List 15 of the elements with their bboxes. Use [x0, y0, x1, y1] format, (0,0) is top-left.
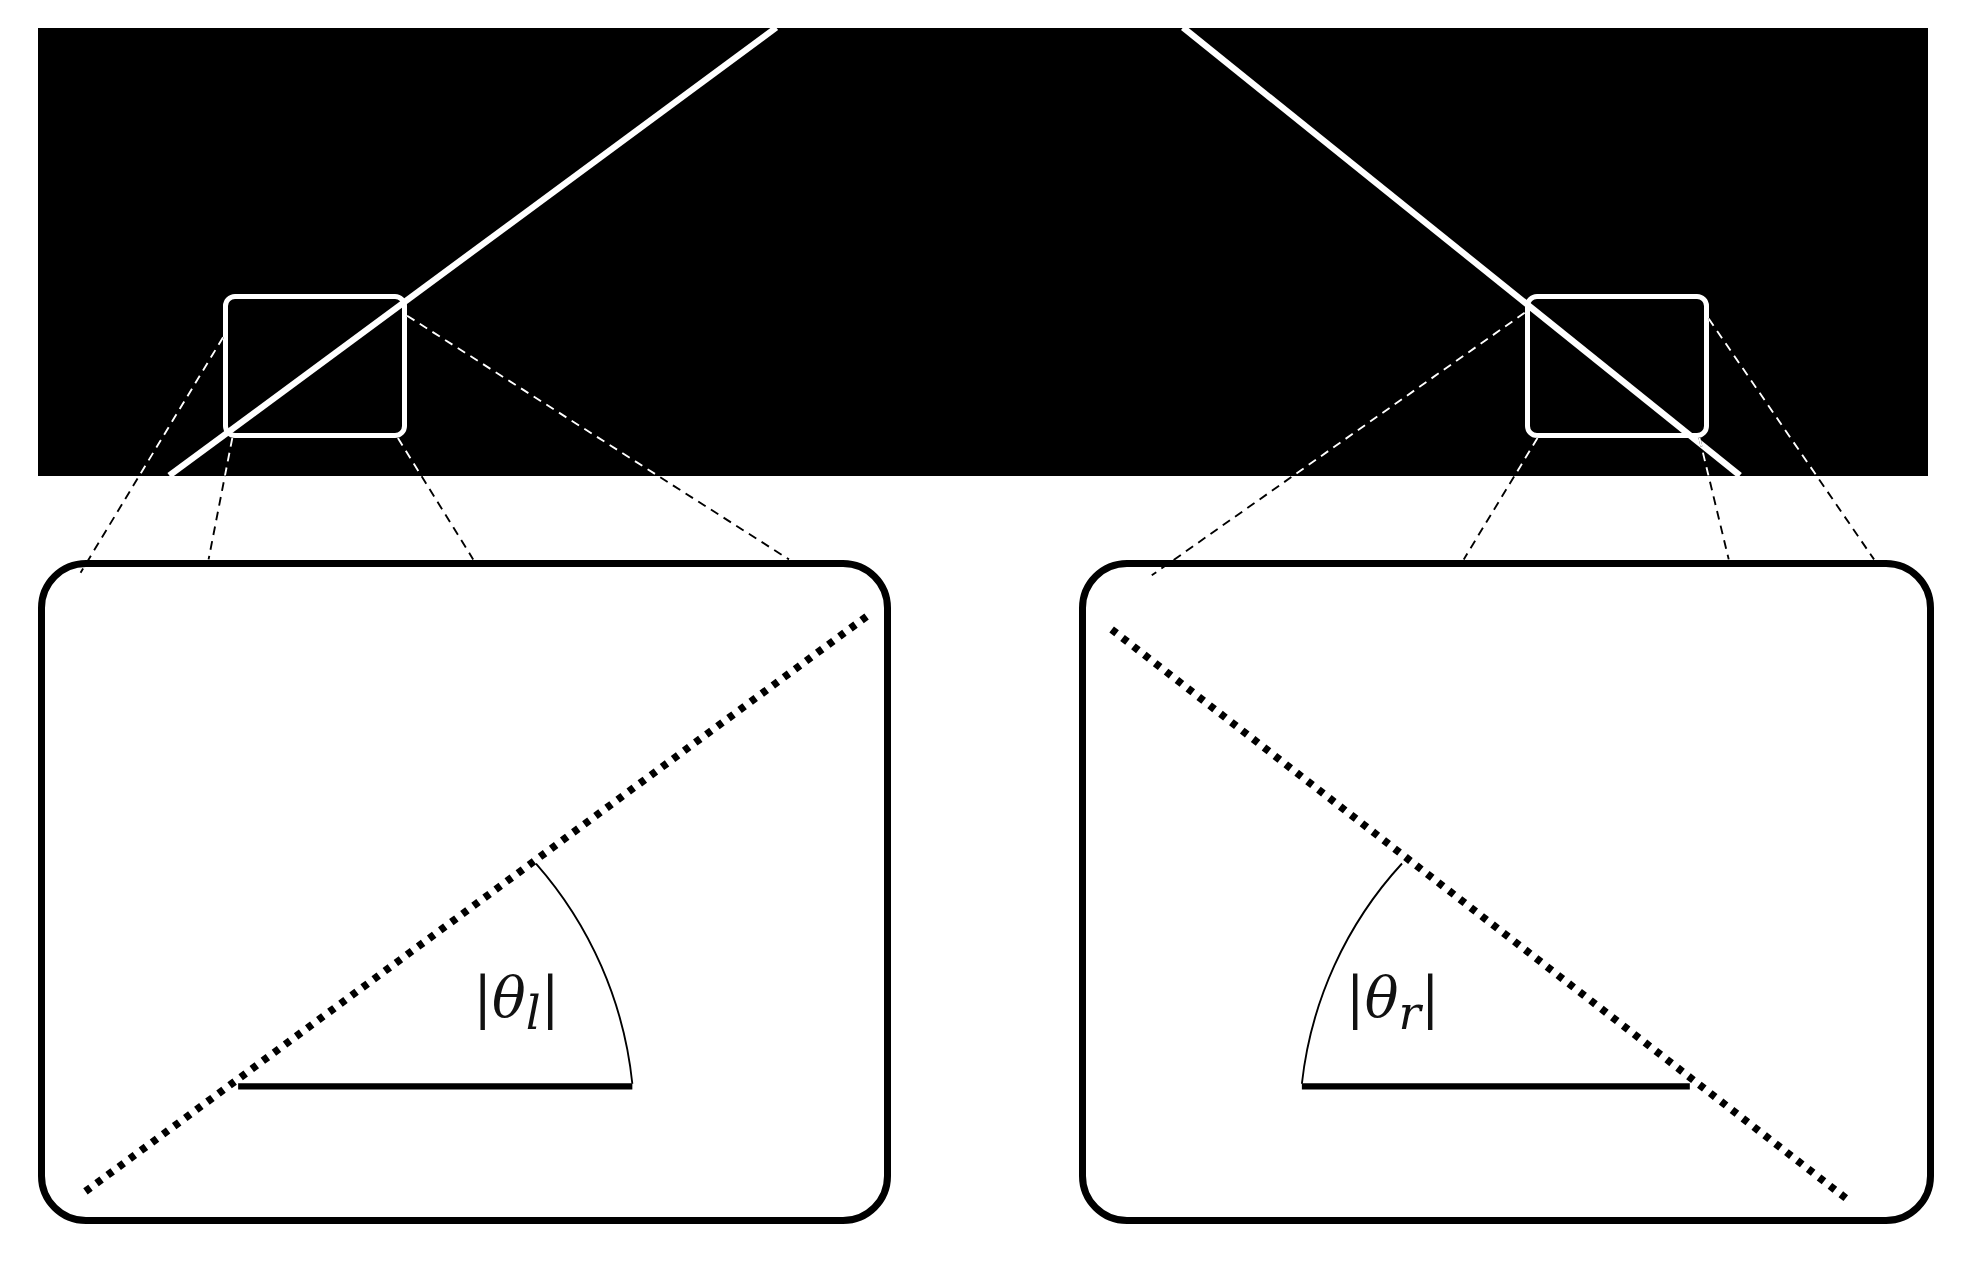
road-mask-panel	[37, 27, 1928, 476]
zoom-inset-box	[37, 559, 892, 1225]
zoom-line	[406, 314, 790, 561]
zoom-line	[1150, 311, 1526, 577]
zoom-line	[1462, 437, 1539, 561]
angle-label: |θ$_{l}$|	[473, 970, 560, 1038]
zoom-inset-box	[1079, 559, 1935, 1225]
zoom-line	[1698, 437, 1730, 561]
zoom-region-box	[222, 294, 407, 439]
zoom-line	[207, 437, 234, 561]
zoom-line	[396, 437, 475, 561]
zoom-line	[79, 336, 225, 574]
angle-label: |θ$_{r}$|	[1345, 970, 1440, 1038]
zoom-line	[1707, 317, 1875, 561]
zoom-region-box	[1524, 294, 1709, 439]
